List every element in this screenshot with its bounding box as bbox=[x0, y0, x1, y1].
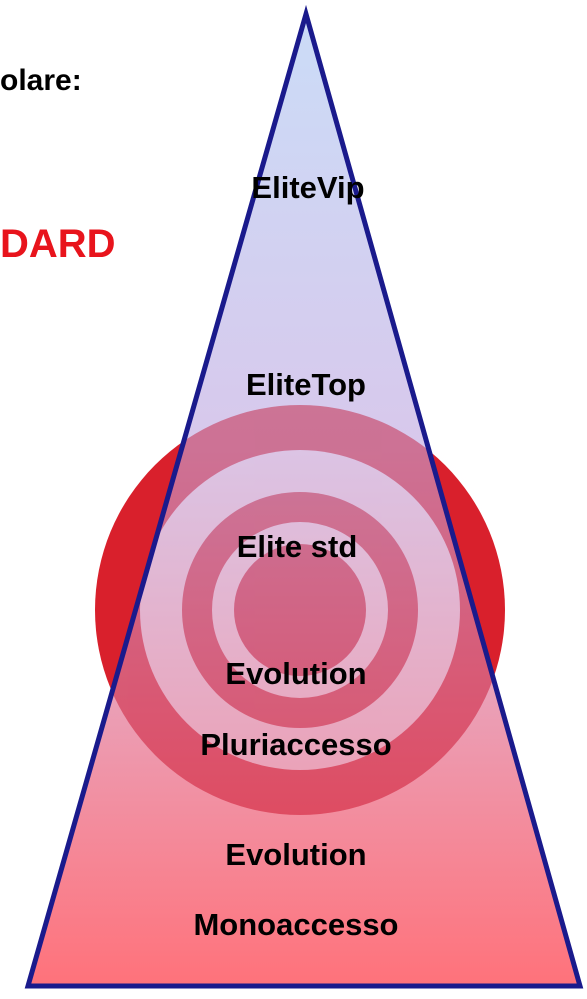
tier-label-elitetop: EliteTop bbox=[246, 367, 366, 402]
heading-text-fragment: olare: bbox=[0, 64, 82, 97]
tier-label-elite-std: Elite std bbox=[237, 529, 358, 564]
tier-label-evolution-mono: Evolution bbox=[225, 837, 366, 872]
standard-text-fragment: DARD bbox=[0, 222, 116, 266]
tier-label-evolution-pluri: Evolution bbox=[225, 656, 366, 691]
tier-label-monoaccesso: Monoaccesso bbox=[193, 907, 398, 942]
pyramid-outline bbox=[24, 4, 584, 989]
tier-label-pluriaccesso: Pluriaccesso bbox=[200, 727, 391, 762]
tier-label-elitevip: EliteVip bbox=[251, 170, 364, 205]
pyramid-shape bbox=[28, 14, 580, 986]
target-through-pyramid bbox=[95, 405, 505, 815]
